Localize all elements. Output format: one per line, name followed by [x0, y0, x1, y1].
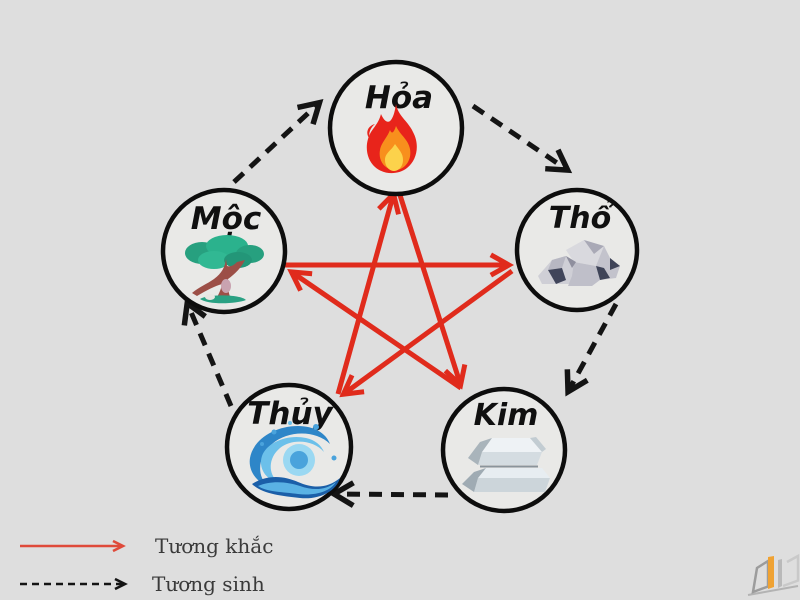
- khac-arrow-hoa-to-kim: [396, 191, 460, 383]
- legend-label-tuong-sinh: Tương sinh: [152, 572, 265, 596]
- rocks-icon: [538, 240, 620, 286]
- node-hoa-label: Hỏa: [365, 80, 433, 116]
- node-tho: Thổ: [514, 187, 640, 313]
- node-hoa: Hỏa: [327, 59, 465, 197]
- node-moc-label: Mộc: [191, 201, 262, 237]
- node-tho-label: Thổ: [549, 200, 616, 236]
- node-moc: Mộc: [160, 187, 288, 315]
- khac-arrow-tho-to-thuy: [345, 268, 514, 393]
- sinh-arrow-thuy-to-moc: [181, 298, 234, 407]
- water-wave-icon: [249, 421, 340, 499]
- tree-icon: [185, 235, 264, 304]
- node-thuy: Thủy: [224, 382, 354, 512]
- legend-label-tuong-khac: Tương khắc: [155, 534, 273, 558]
- tuong-sinh-arrows: [181, 98, 619, 508]
- khac-arrow-thuy-to-hoa: [335, 196, 393, 395]
- element-nodes: Hỏa Mộc: [160, 59, 640, 514]
- node-kim-label: Kim: [474, 398, 539, 433]
- sinh-arrow-hoa-to-tho: [471, 103, 573, 174]
- legend-item-tuong-khac: Tương khắc: [20, 534, 273, 558]
- legend-item-tuong-sinh: Tương sinh: [20, 572, 265, 596]
- node-thuy-label: Thủy: [247, 396, 334, 432]
- open-book-logo: [747, 553, 800, 596]
- flame-icon: [366, 104, 417, 174]
- khac-arrow-kim-to-moc: [293, 273, 463, 391]
- legend: Tương khắc Tương sinh: [20, 534, 273, 596]
- sinh-arrow-moc-to-hoa: [232, 98, 324, 184]
- node-kim: Kim: [440, 386, 568, 514]
- sinh-arrow-kim-to-thuy: [328, 480, 449, 508]
- sinh-arrow-tho-to-kim: [564, 302, 619, 397]
- tuong-khac-arrows: [284, 192, 512, 394]
- metal-ingots-icon: [462, 437, 550, 492]
